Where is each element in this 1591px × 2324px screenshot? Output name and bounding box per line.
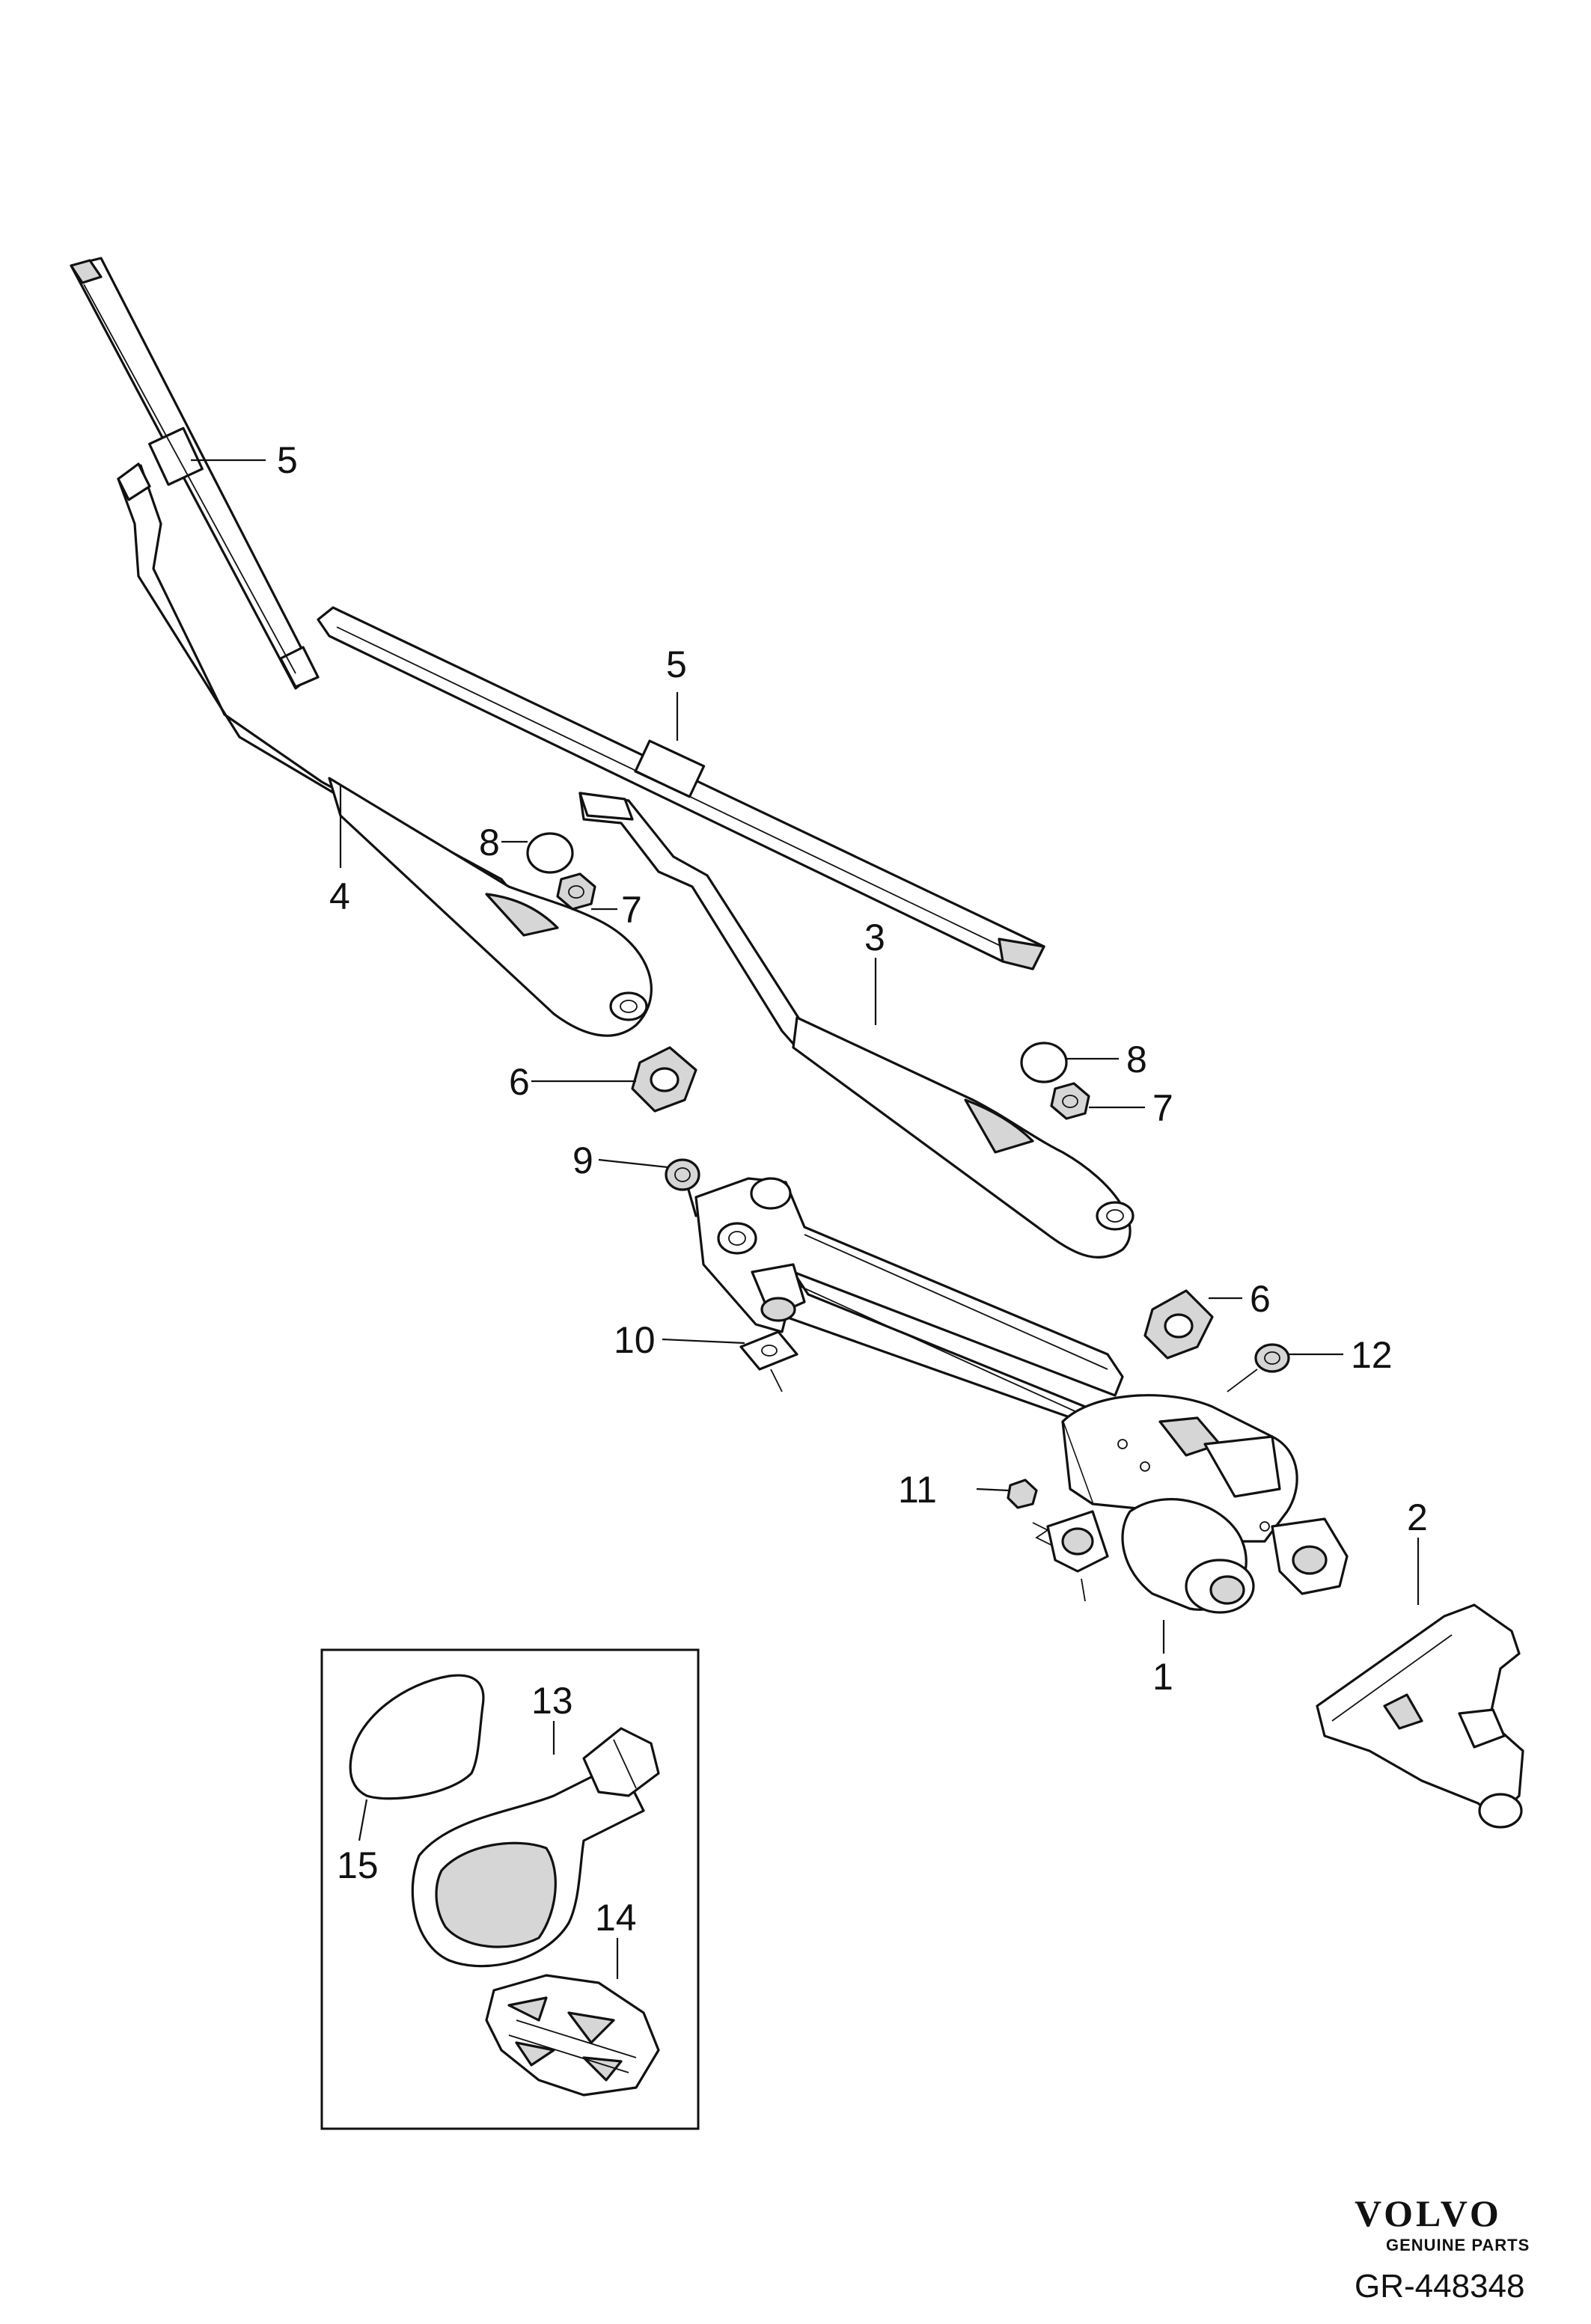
wiper-motor[interactable] [1046,1394,1349,1614]
nut-left[interactable] [556,872,596,911]
callout-5-left: 5 [277,439,298,481]
wiper-arm-right[interactable] [578,792,1135,1259]
callout-8-right: 8 [1126,1039,1147,1080]
callout-8-left: 8 [479,822,500,863]
callout-14: 14 [595,1897,637,1939]
genuine-parts-label: GENUINE PARTS [1386,2236,1530,2254]
callout-4: 4 [329,875,350,917]
wiper-blade-right[interactable] [317,606,1045,970]
cap-left[interactable] [526,832,574,874]
callout-1: 1 [1152,1656,1173,1698]
seal-right[interactable] [1143,1289,1214,1360]
callout-12: 12 [1351,1334,1393,1376]
bracket[interactable] [739,1330,798,1392]
callout-7-left: 7 [621,889,642,931]
nut-small[interactable] [1007,1479,1052,1546]
grommet[interactable] [1227,1343,1290,1392]
sensor-pad[interactable] [349,1674,485,1800]
callout-15: 15 [337,1844,379,1886]
wiper-blade-left[interactable] [70,257,320,690]
callout-6-left: 6 [509,1061,530,1103]
bracket-clip[interactable] [485,1974,660,2097]
wiper-linkage[interactable] [694,1177,1124,1427]
rain-sensor[interactable] [411,1727,660,1968]
nut-right[interactable] [1050,1082,1090,1120]
bolt[interactable] [665,1158,700,1217]
diagram-reference: GR-448348 [1355,2268,1524,2305]
callout-5-right: 5 [666,643,687,685]
volvo-logo: VOLVO [1355,2192,1502,2234]
callout-2: 2 [1407,1496,1428,1538]
callout-7-right: 7 [1152,1087,1173,1129]
callout-6-right: 6 [1250,1278,1271,1320]
callout-9: 9 [572,1140,593,1181]
callout-13: 13 [531,1680,573,1722]
cover[interactable] [1316,1603,1524,1829]
inset-frame [320,1648,700,2130]
cap-right[interactable] [1020,1042,1068,1083]
callout-3: 3 [864,917,885,958]
callout-11: 11 [898,1469,937,1511]
wiper-arm-left[interactable] [117,462,653,1037]
callout-10: 10 [614,1319,656,1361]
leader-lines [191,459,1420,1979]
seal-left[interactable] [631,1046,697,1113]
